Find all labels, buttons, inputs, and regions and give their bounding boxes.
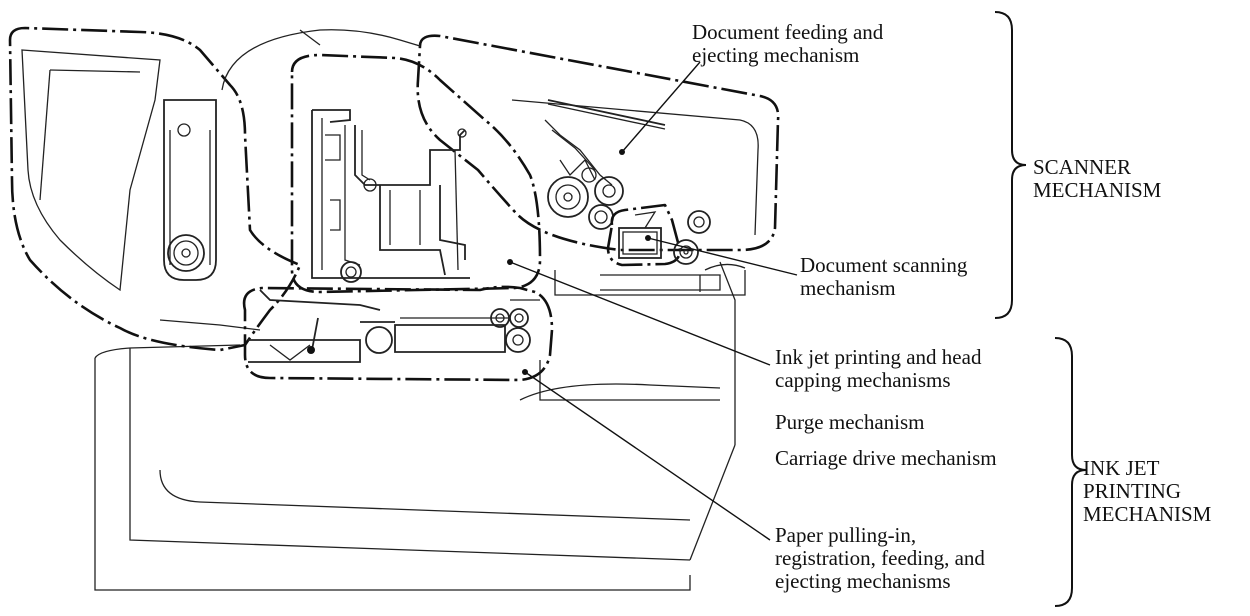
label-purge-mechanism: Purge mechanism — [775, 410, 925, 434]
scanner-brace — [994, 11, 1027, 319]
label-ink-jet-printing: Ink jet printing and head capping mechan… — [775, 345, 982, 392]
label-carriage-drive: Carriage drive mechanism — [775, 446, 997, 470]
paper-feeding-mechanism-outline — [242, 285, 554, 382]
leader-document-feeding — [621, 61, 701, 153]
scanner-housing — [221, 29, 421, 91]
document-feeding-mechanism-outline — [416, 34, 780, 252]
label-inkjet-group: INK JET PRINTING MECHANISM — [1083, 456, 1212, 526]
label-paper-mechanisms: Paper pulling-in, registration, feeding,… — [775, 523, 985, 593]
leader-document-scanning — [647, 237, 798, 276]
label-document-feeding: Document feeding and ejecting mechanism — [692, 20, 884, 67]
machine-body — [94, 261, 746, 591]
label-scanner-group: SCANNER MECHANISM — [1033, 155, 1162, 202]
group-braces — [994, 11, 1087, 607]
leader-paper — [524, 371, 771, 541]
document-scanning-mechanism-outline — [606, 203, 699, 267]
ink-jet-printing-mechanism-outline — [290, 53, 542, 294]
scanner-left-cover-outline — [8, 26, 302, 352]
leader-ink-jet — [509, 261, 771, 366]
label-document-scanning: Document scanning mechanism — [800, 253, 968, 300]
leader-lines — [507, 61, 798, 541]
inkjet-brace — [1054, 337, 1087, 607]
